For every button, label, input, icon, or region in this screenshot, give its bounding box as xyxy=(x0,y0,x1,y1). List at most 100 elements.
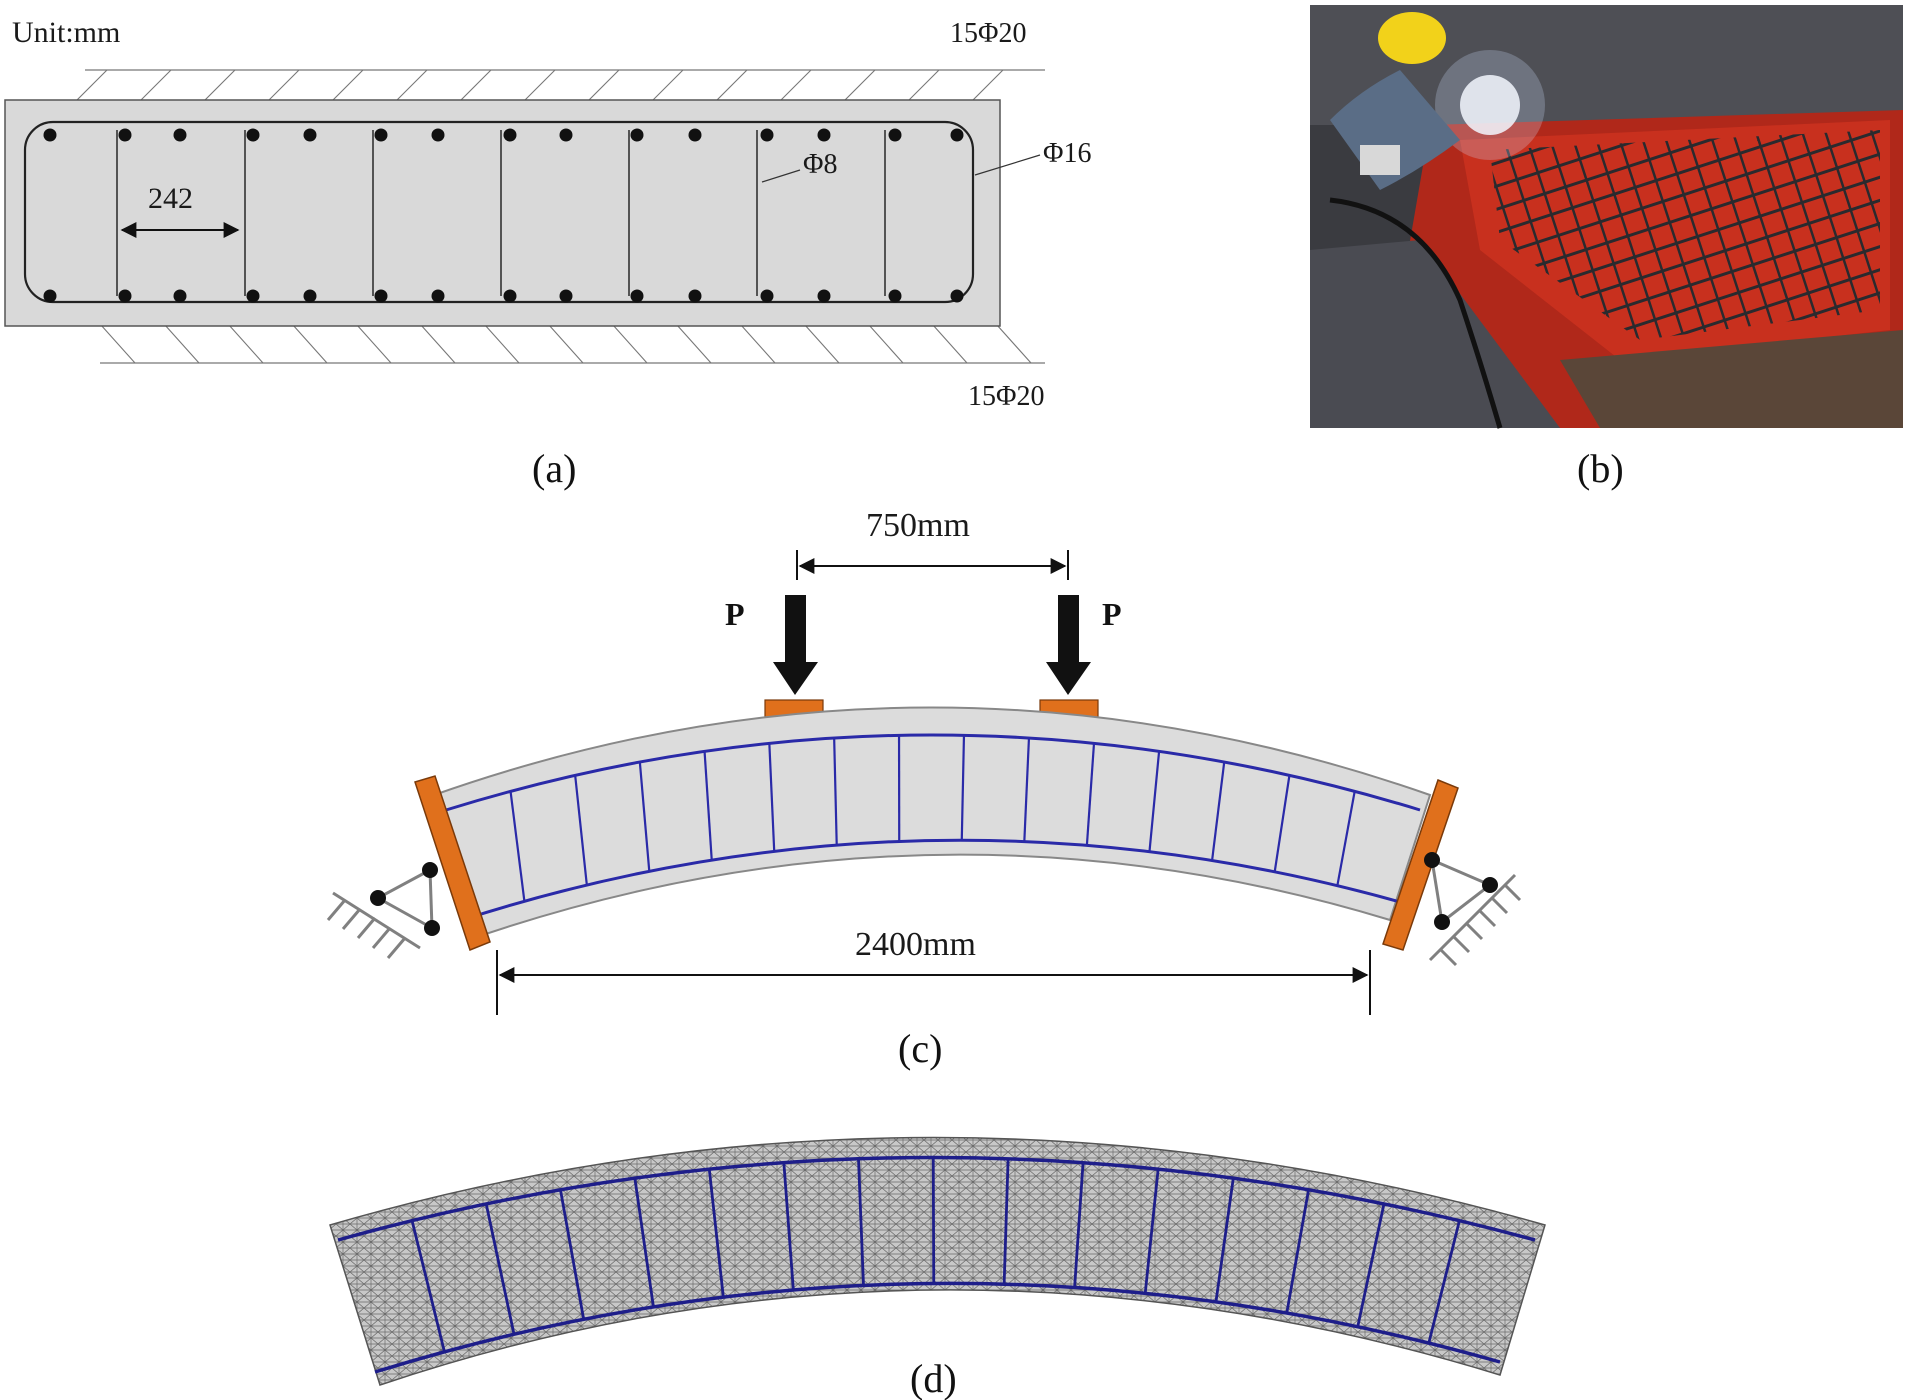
rebar-dot-bottom xyxy=(431,289,445,303)
rebar-dot-top xyxy=(688,128,702,142)
stirrup-line xyxy=(703,751,713,861)
support-right xyxy=(1428,858,1522,967)
stirrup-line xyxy=(509,791,526,902)
mesh-stirrup-line xyxy=(633,1177,655,1308)
span-label: 2400mm xyxy=(855,926,976,963)
mesh-stirrup-line xyxy=(484,1203,516,1335)
rebar-dot-bottom xyxy=(559,289,573,303)
rebar-dot-top xyxy=(760,128,774,142)
load-spacing-label: 750mm xyxy=(866,507,970,544)
mesh-stirrup-line xyxy=(1214,1177,1235,1303)
mesh-stirrup-line xyxy=(410,1220,446,1353)
rebar-dot-top xyxy=(888,128,902,142)
rebar-dot-bottom xyxy=(374,289,388,303)
mesh-stirrup-line xyxy=(1285,1189,1310,1314)
mesh-stirrup-line xyxy=(1002,1158,1010,1285)
caption-c: (c) xyxy=(898,1026,942,1071)
stirrup-line xyxy=(1273,775,1291,872)
rebar-dot-bottom xyxy=(888,289,902,303)
rebar-dot-bottom xyxy=(118,289,132,303)
rebar-dot-top xyxy=(303,128,317,142)
support-left xyxy=(326,868,434,959)
load-arrow-left xyxy=(773,595,818,695)
rebar-dot-bottom xyxy=(503,289,517,303)
end-plate-right xyxy=(1382,779,1459,951)
rebar-dot-bottom xyxy=(630,289,644,303)
load-label-left: P xyxy=(725,596,745,632)
beam-stirrups xyxy=(509,735,1356,902)
rebar-dot-bottom xyxy=(43,289,57,303)
unit-label: Unit:mm xyxy=(12,16,120,49)
stirrup-line xyxy=(1148,751,1161,852)
mesh-stirrup-line xyxy=(782,1162,795,1291)
rebar-dot-top xyxy=(630,128,644,142)
mesh-stirrup-line xyxy=(1143,1168,1160,1294)
rebar-dot-bottom xyxy=(173,289,187,303)
panel-d: (d) xyxy=(329,1136,1546,1400)
stirrup-line xyxy=(960,735,966,841)
panel-a: Unit:mm 15Φ20 15Φ20 242 Φ8 Φ16 (a) xyxy=(4,16,1091,491)
mesh-bottom-rebar xyxy=(374,1281,1501,1374)
rebar-cage-photo xyxy=(1310,5,1903,429)
rebar-dot-top xyxy=(246,128,260,142)
outer-stirrup-loop xyxy=(23,120,975,304)
stirrup-line xyxy=(1336,791,1356,886)
caption-b: (b) xyxy=(1577,446,1624,491)
rebar-dot-top xyxy=(173,128,187,142)
support-left-pin-1 xyxy=(422,862,438,878)
stirrup-leader xyxy=(761,169,801,183)
stirrup-line xyxy=(1210,761,1226,861)
caption-a: (a) xyxy=(532,446,576,491)
stirrup-label: Φ8 xyxy=(803,149,837,180)
support-right-pin-2 xyxy=(1482,877,1498,893)
mesh-stirrup-line xyxy=(707,1168,725,1298)
support-left-pin-3 xyxy=(424,920,440,936)
rebar-dot-top xyxy=(950,128,964,142)
curved-beam-body xyxy=(432,706,1432,942)
rebar-dot-bottom xyxy=(246,289,260,303)
mesh-stirrup-line xyxy=(1356,1203,1386,1328)
beam-bottom-rebar xyxy=(461,838,1401,922)
stirrup-line xyxy=(1085,743,1096,846)
caption-d: (d) xyxy=(910,1356,957,1400)
spacing-label: 242 xyxy=(148,182,193,215)
panel-c: 750mm P P xyxy=(326,507,1522,1071)
stirrup-line xyxy=(768,743,776,852)
mesh-stirrup-line xyxy=(931,1157,936,1284)
inner-stirrups xyxy=(116,130,886,296)
rebar-dot-top xyxy=(118,128,132,142)
beam-top-rebar xyxy=(445,733,1421,812)
rebar-dot-top xyxy=(503,128,517,142)
rebar-dot-bottom xyxy=(950,289,964,303)
mesh-stirrup-line xyxy=(857,1158,865,1286)
rebar-dots xyxy=(43,128,964,303)
mesh-stirrup-line xyxy=(559,1189,586,1320)
mesh-stirrup-line xyxy=(1427,1220,1461,1344)
rebar-dot-top xyxy=(817,128,831,142)
rebar-dot-top xyxy=(431,128,445,142)
bottom-rebar-label: 15Φ20 xyxy=(968,381,1044,412)
outer-bar-label: Φ16 xyxy=(1043,138,1091,169)
rebar-dot-top xyxy=(374,128,388,142)
panel-b: (b) xyxy=(1310,5,1903,491)
support-right-pin-1 xyxy=(1424,852,1440,868)
rebar-dot-bottom xyxy=(760,289,774,303)
beam-section xyxy=(4,99,1001,327)
mesh-beam-body xyxy=(329,1136,1546,1386)
outer-bar-leader xyxy=(974,154,1041,176)
load-label-right: P xyxy=(1102,596,1122,632)
support-right-pin-3 xyxy=(1434,914,1450,930)
end-plate-left xyxy=(414,775,491,951)
rebar-dot-bottom xyxy=(303,289,317,303)
rebar-dot-top xyxy=(559,128,573,142)
top-rebar-label: 15Φ20 xyxy=(950,18,1026,49)
rebar-dot-bottom xyxy=(688,289,702,303)
mesh-stirrup-line xyxy=(1073,1162,1085,1288)
stirrup-line xyxy=(1023,737,1031,842)
stirrup-line xyxy=(574,775,588,886)
load-arrow-right xyxy=(1046,595,1091,695)
stirrup-line xyxy=(833,737,838,846)
rebar-dot-bottom xyxy=(817,289,831,303)
rebar-dot-top xyxy=(43,128,57,142)
